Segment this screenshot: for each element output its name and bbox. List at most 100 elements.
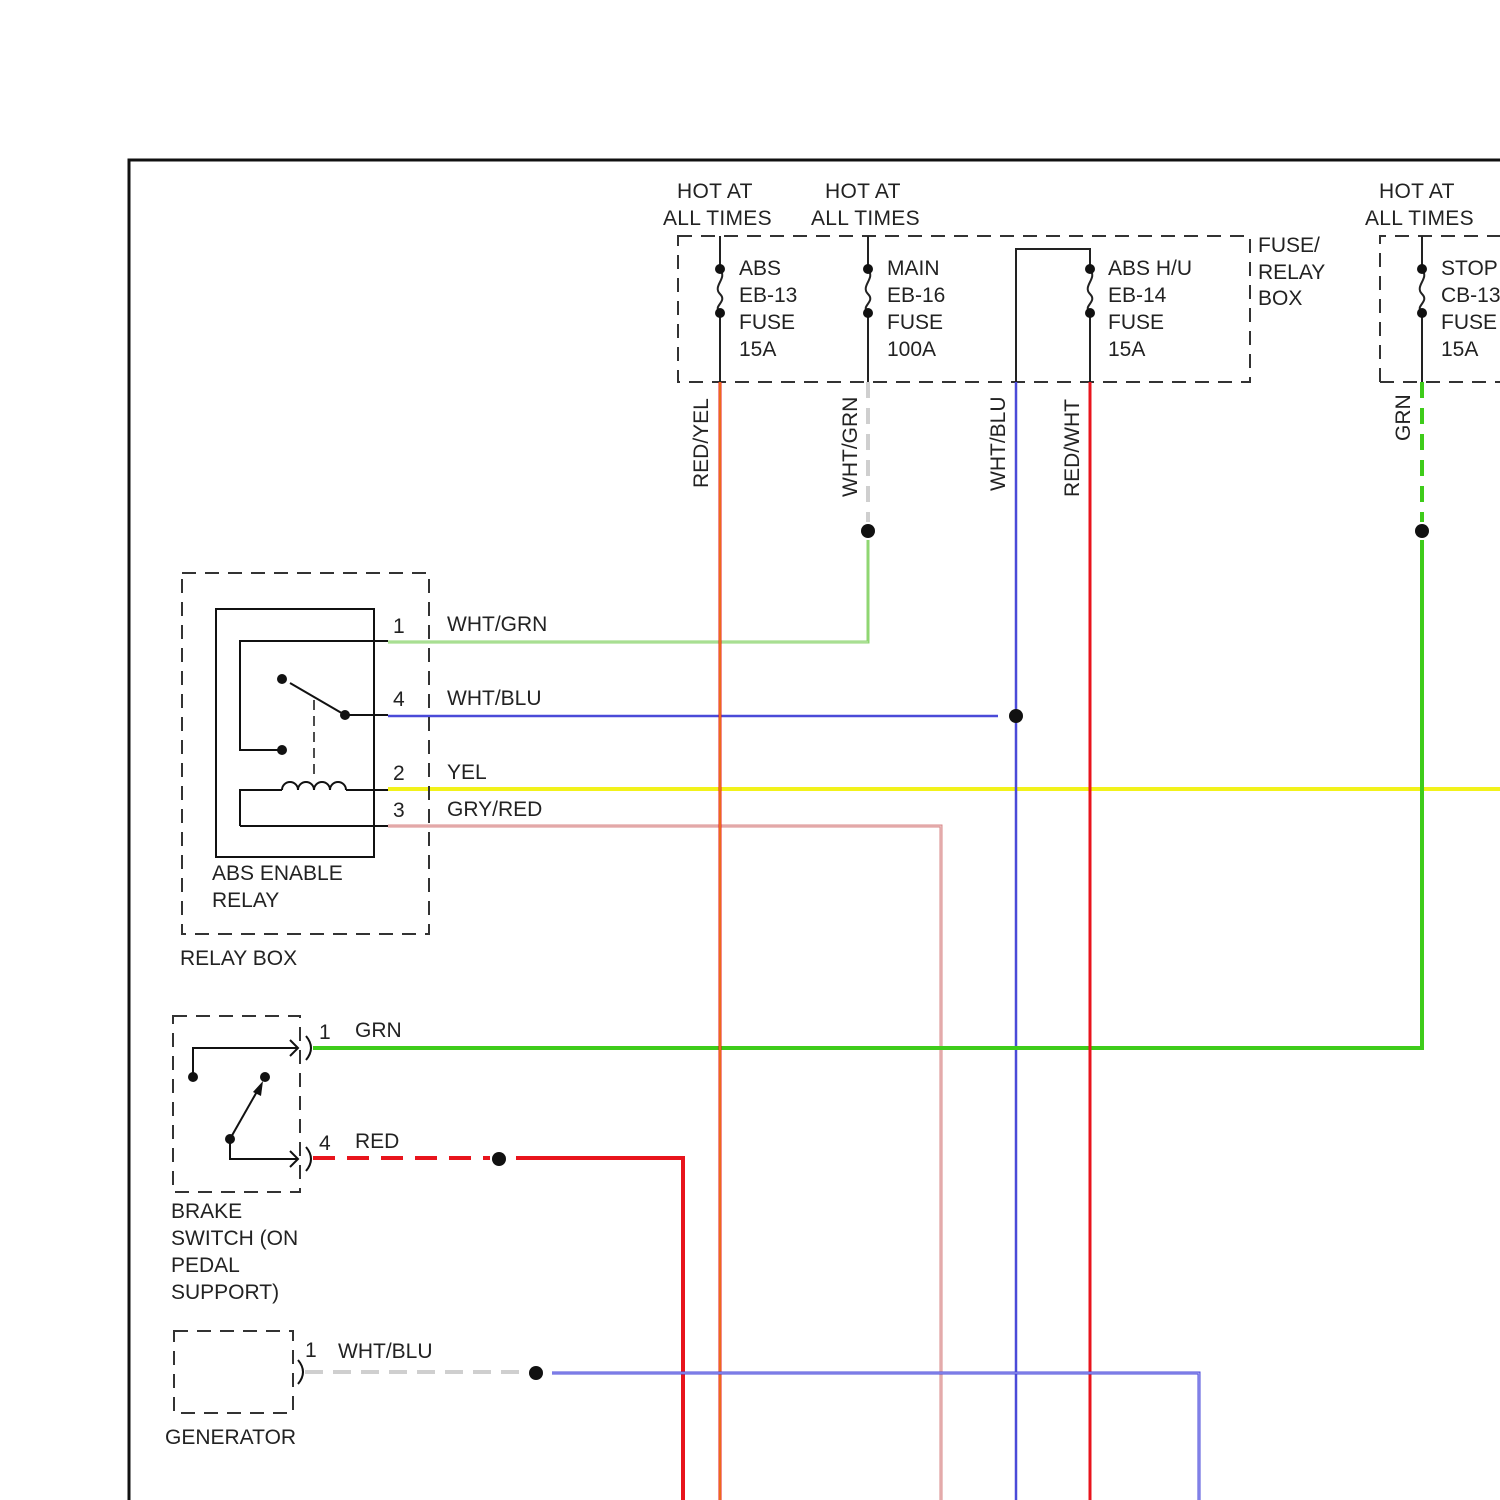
abs-fuse-label: ABS EB-13 FUSE 15A bbox=[739, 257, 797, 361]
generator-name: GENERATOR bbox=[165, 1426, 296, 1449]
brake-switch-arm-arrow bbox=[253, 1081, 263, 1096]
brake-switch-wire-bottom bbox=[230, 1139, 298, 1159]
generator-box bbox=[174, 1331, 293, 1413]
generator-pin-number: 1 bbox=[305, 1339, 317, 1362]
abs-fuse-label-line4: 15A bbox=[739, 338, 776, 361]
brake-switch-pin-number-1: 1 bbox=[319, 1021, 331, 1044]
main-fuse-label-line3: FUSE bbox=[887, 311, 943, 334]
relay-contact-nc bbox=[277, 674, 287, 684]
brake-switch-name-line2: SWITCH (ON bbox=[171, 1227, 298, 1250]
label-grn-vertical: GRN bbox=[1392, 394, 1415, 441]
brake-switch-connector-1 bbox=[306, 1036, 311, 1060]
label-red-yel: RED/YEL bbox=[690, 398, 713, 488]
fuse-relay-box-label-line3: BOX bbox=[1258, 287, 1302, 310]
fuse-relay-box-label-line1: FUSE/ bbox=[1258, 234, 1320, 257]
splice-wht-blu bbox=[1009, 709, 1023, 723]
generator-connector-1 bbox=[298, 1360, 303, 1384]
relay-box-label: RELAY BOX bbox=[180, 947, 297, 970]
main-fuse-terminal-bottom bbox=[863, 308, 873, 318]
relay-pin-number-2: 2 bbox=[393, 762, 405, 785]
abs-hu-fuse-terminal-bottom bbox=[1085, 308, 1095, 318]
relay-coil-lead-left bbox=[240, 790, 282, 826]
relay-pin-wire-3: GRY/RED bbox=[447, 798, 542, 821]
splice-red bbox=[492, 1152, 506, 1166]
brake-switch-contact-pivot bbox=[225, 1134, 235, 1144]
relay-pin-wire-1: WHT/GRN bbox=[447, 613, 547, 636]
abs-fuse-terminal-bottom bbox=[715, 308, 725, 318]
abs-hu-fuse-label-line3: FUSE bbox=[1108, 311, 1164, 334]
brake-switch-name-line4: SUPPORT) bbox=[171, 1281, 279, 1304]
stop-fuse-terminal-top bbox=[1417, 264, 1427, 274]
abs-fuse-element bbox=[718, 270, 723, 312]
label-wht-blu-vertical: WHT/BLU bbox=[987, 397, 1010, 492]
abs-hu-fuse-lead-top bbox=[1016, 249, 1090, 382]
hot-label-main-1: HOT AT bbox=[825, 180, 901, 203]
relay-pin-number-4: 4 bbox=[393, 688, 405, 711]
abs-fuse-label-line2: EB-13 bbox=[739, 284, 797, 307]
relay-pin-wire-2: YEL bbox=[447, 761, 487, 784]
relay-switch-arm bbox=[290, 683, 345, 715]
wire-wht-blu-gen-stripe bbox=[552, 1373, 1199, 1500]
abs-fuse-terminal-top bbox=[715, 264, 725, 274]
stop-fuse-label: STOP CB-13 FUSE 15A bbox=[1441, 257, 1500, 361]
brake-switch-contact-right bbox=[260, 1072, 270, 1082]
main-fuse-label-line4: 100A bbox=[887, 338, 936, 361]
stop-fuse-label-line3: FUSE bbox=[1441, 311, 1497, 334]
hot-label-abs-1: HOT AT bbox=[677, 180, 753, 203]
wire-red bbox=[516, 1158, 683, 1500]
main-fuse-label: MAIN EB-16 FUSE 100A bbox=[887, 257, 945, 361]
wire-wht-blu-gen bbox=[552, 1373, 1199, 1500]
main-fuse-label-line2: EB-16 bbox=[887, 284, 945, 307]
stop-fuse-label-line2: CB-13 bbox=[1441, 284, 1500, 307]
brake-switch-name-line1: BRAKE bbox=[171, 1200, 242, 1223]
brake-switch-pin-wire-4: RED bbox=[355, 1130, 399, 1153]
label-red-wht: RED/WHT bbox=[1061, 399, 1084, 497]
brake-switch-arm bbox=[230, 1088, 259, 1139]
abs-fuse-label-line3: FUSE bbox=[739, 311, 795, 334]
main-fuse-element bbox=[866, 270, 871, 312]
main-fuse-label-line1: MAIN bbox=[887, 257, 940, 280]
stop-fuse-terminal-bottom bbox=[1417, 308, 1427, 318]
brake-switch-name-line3: PEDAL bbox=[171, 1254, 240, 1277]
hot-label-stop-1: HOT AT bbox=[1379, 180, 1455, 203]
main-fuse-terminal-top bbox=[863, 264, 873, 274]
generator-pin-wire: WHT/BLU bbox=[338, 1340, 433, 1363]
relay-contact-wire bbox=[240, 641, 374, 750]
fuse-relay-box-label-line2: RELAY bbox=[1258, 261, 1325, 284]
brake-switch-pin-number-4: 4 bbox=[319, 1132, 331, 1155]
relay-contact-common bbox=[340, 710, 350, 720]
relay-coil bbox=[282, 782, 346, 790]
relay-name-line2: RELAY bbox=[212, 889, 279, 912]
wire-gry-red bbox=[388, 826, 941, 1500]
abs-fuse-label-line1: ABS bbox=[739, 257, 781, 280]
wire-gry-red-stripe bbox=[388, 826, 941, 1500]
splice-wht-grn bbox=[861, 524, 875, 538]
hot-label-main-2: ALL TIMES bbox=[811, 207, 920, 230]
hot-label-abs-2: ALL TIMES bbox=[663, 207, 772, 230]
brake-switch-box bbox=[173, 1016, 300, 1192]
brake-switch-connector-4 bbox=[306, 1147, 311, 1171]
abs-hu-fuse-element bbox=[1088, 270, 1093, 312]
fuse-relay-box-label: FUSE/ RELAY BOX bbox=[1258, 234, 1325, 310]
stop-fuse-label-line1: STOP bbox=[1441, 257, 1498, 280]
label-wht-grn-vertical: WHT/GRN bbox=[839, 397, 862, 497]
relay-contact-no bbox=[277, 745, 287, 755]
relay-pin-number-1: 1 bbox=[393, 615, 405, 638]
abs-hu-fuse-label: ABS H/U EB-14 FUSE 15A bbox=[1108, 257, 1192, 361]
relay-name-line1: ABS ENABLE bbox=[212, 862, 343, 885]
relay-pin-number-3: 3 bbox=[393, 799, 405, 822]
diagram-frame bbox=[129, 160, 1500, 1500]
abs-hu-fuse-label-line4: 15A bbox=[1108, 338, 1145, 361]
brake-switch-contact-left bbox=[188, 1072, 198, 1082]
abs-hu-fuse-label-line2: EB-14 bbox=[1108, 284, 1167, 307]
splice-grn bbox=[1415, 524, 1429, 538]
splice-wht-blu-gen bbox=[529, 1366, 543, 1380]
stop-fuse-element bbox=[1420, 270, 1425, 312]
brake-switch-pin-wire-1: GRN bbox=[355, 1019, 402, 1042]
hot-label-stop-2: ALL TIMES bbox=[1365, 207, 1474, 230]
abs-hu-fuse-terminal-top bbox=[1085, 264, 1095, 274]
abs-hu-fuse-label-line1: ABS H/U bbox=[1108, 257, 1192, 280]
relay-pin-wire-4: WHT/BLU bbox=[447, 687, 542, 710]
stop-fuse-label-line4: 15A bbox=[1441, 338, 1478, 361]
